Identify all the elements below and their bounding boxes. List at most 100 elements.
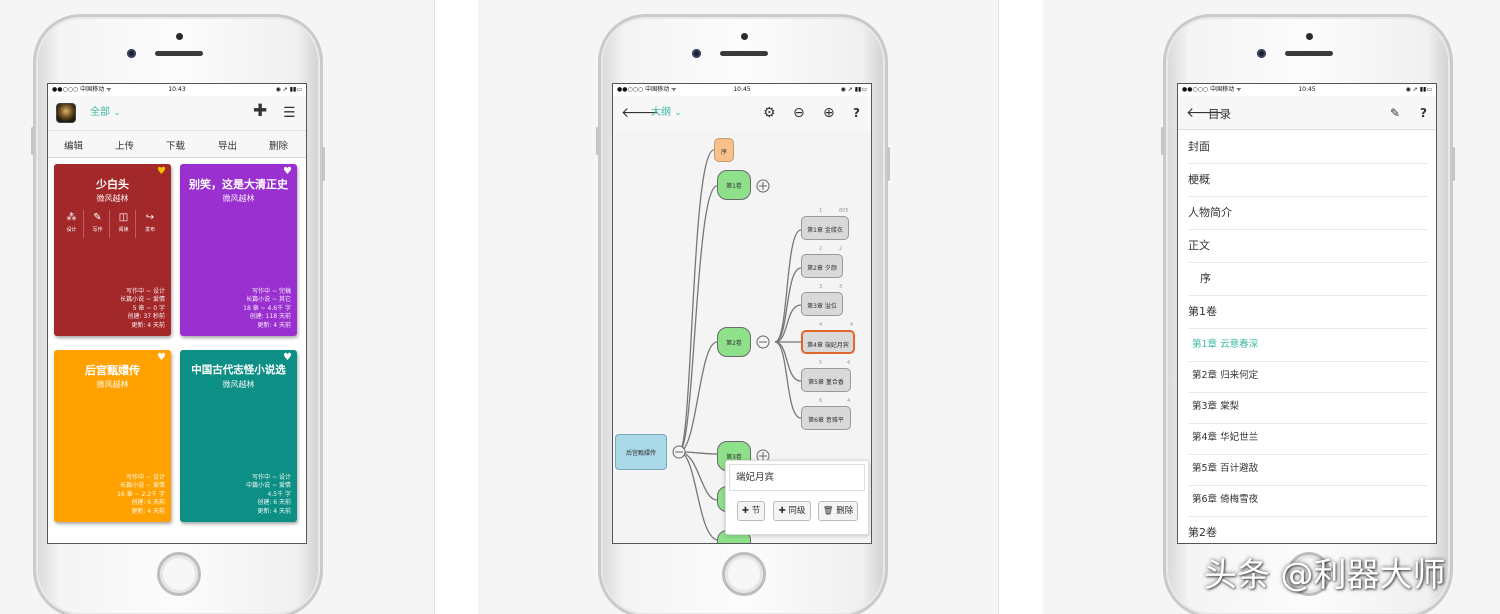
toc-item[interactable]: 封面 <box>1188 138 1428 164</box>
share-icon: ↪ <box>145 212 155 223</box>
back-arrow-icon[interactable]: 🡐 <box>621 105 659 121</box>
node-label: 第2卷 <box>726 340 742 347</box>
volume-node[interactable]: 第2卷 <box>717 327 751 357</box>
help-icon[interactable]: ? <box>1420 106 1427 120</box>
toc-item[interactable]: 人物简介 <box>1188 204 1428 230</box>
toc-item[interactable]: 第1卷 <box>1188 303 1428 329</box>
status-time: 10:45 <box>1298 86 1316 93</box>
upload-button[interactable]: 上传 <box>115 141 135 152</box>
toc-item[interactable]: 第5章 百计避敌 <box>1188 460 1428 486</box>
chapter-node[interactable]: 第5章 堇合香 <box>801 368 851 392</box>
gear-icon[interactable]: ⚙ <box>763 105 776 121</box>
add-icon[interactable]: ✚ <box>253 101 268 121</box>
meta-line: 中篇小说 ~ 爱情 <box>246 482 291 489</box>
publish-button[interactable]: ↪ 发布 <box>138 210 162 238</box>
toc-item[interactable]: 第2卷 <box>1188 526 1217 539</box>
mind-map: 后宫甄嬛传 序 第1卷 第2卷 第3卷 第1章 金缕衣 第2章 夕颜 <box>613 130 871 543</box>
outline-dropdown[interactable]: 大纲 ⌄ <box>651 106 682 120</box>
toc-item[interactable]: 正文 <box>1188 237 1428 263</box>
home-button[interactable] <box>1287 552 1331 596</box>
toc-item-active[interactable]: 第1章 云意春深 <box>1188 336 1428 362</box>
help-icon[interactable]: ? <box>853 106 860 120</box>
book-meta: 写作中 ~ 完稿 长篇小说 ~ 其它 18 章 ~ 4.6千 字 创建: 118… <box>243 288 291 331</box>
chevron-down-icon: ⌄ <box>113 108 121 118</box>
book-card[interactable]: ♥ 中国古代志怪小说选 微风越林 写作中 ~ 设计 中篇小说 ~ 爱情 4.5千… <box>180 350 297 522</box>
node-label: 第1章 金缕衣 <box>807 227 843 234</box>
heart-icon[interactable]: ♥ <box>283 166 292 177</box>
delete-node-button[interactable]: 🗑 删除 <box>818 501 858 521</box>
speaker <box>1285 51 1333 56</box>
heart-icon[interactable]: ♥ <box>157 352 166 363</box>
read-button[interactable]: ◫ 阅读 <box>112 210 136 238</box>
toc-item[interactable]: 第6章 倚梅雪夜 <box>1188 491 1428 517</box>
carrier-label: ●●○○○ 中国移动 ᯤ <box>1182 86 1242 93</box>
heart-icon[interactable]: ♥ <box>283 352 292 363</box>
toc-item[interactable]: 第4章 华妃世兰 <box>1188 429 1428 455</box>
avatar[interactable] <box>56 103 76 123</box>
meta-line: 写作中 ~ 设计 <box>126 473 165 481</box>
book-meta: 写作中 ~ 设计 中篇小说 ~ 爱情 4.5千 字 创建: 6 天前 更新: 4… <box>246 474 291 517</box>
meta-line: 长篇小说 ~ 爱情 <box>120 296 165 303</box>
book-card[interactable]: ♥ 少白头 微风越林 ⁂ 设计 ✎ 写作 ◫ 阅读 <box>54 164 171 336</box>
zoom-in-icon[interactable]: ⊕ <box>823 105 835 121</box>
filter-dropdown[interactable]: 全部 ⌄ <box>90 106 121 120</box>
popup-title-field[interactable]: 端妃月宾 <box>729 464 865 491</box>
chapter-node-selected[interactable]: 第4章 端妃月宾 <box>801 330 855 354</box>
book-card[interactable]: ♥ 后宫甄嬛传 微风越林 写作中 ~ 设计 长篇小说 ~ 爱情 16 章 ~ 2… <box>54 350 171 522</box>
node-count: 6 <box>819 398 823 404</box>
nav-bar: 全部 ⌄ ✚ ☰ <box>48 96 306 130</box>
design-button[interactable]: ⁂ 设计 <box>60 210 84 238</box>
phone-2: ●●○○○ 中国移动 ᯤ 10:45 ◉ ➚ ▮▮▭ 🡐 大纲 ⌄ ⚙ ⊖ ⊕ … <box>596 14 890 614</box>
speaker <box>155 51 203 56</box>
screen-toc: ●●○○○ 中国移动 ᯤ 10:45 ◉ ➚ ▮▮▭ 🡐 目录 ✎ ? 封面 梗… <box>1177 83 1437 544</box>
add-sibling-button[interactable]: ✚ 同级 <box>773 501 811 521</box>
toc-item[interactable]: 第2章 归来何定 <box>1188 367 1428 393</box>
power-button <box>887 147 890 181</box>
download-button[interactable]: 下载 <box>166 141 186 152</box>
meta-line: 16 章 ~ 2.2千 字 <box>117 490 165 498</box>
delete-button[interactable]: 删除 <box>269 141 289 152</box>
book-icon: ◫ <box>118 212 129 223</box>
home-button[interactable] <box>722 552 766 596</box>
heart-icon[interactable]: ♥ <box>157 166 166 177</box>
carrier-label: ●●○○○ 中国移动 ᯤ <box>617 86 677 93</box>
toc-item[interactable]: 序 <box>1188 270 1428 296</box>
toc-item[interactable]: 梗概 <box>1188 171 1428 197</box>
back-arrow-icon[interactable]: 🡐 <box>1186 105 1224 121</box>
chapter-node[interactable]: 第2章 夕颜 <box>801 254 843 278</box>
preface-node[interactable]: 序 <box>714 138 734 162</box>
node-label: 第6章 意难平 <box>808 417 844 424</box>
sitemap-icon: ⁂ <box>66 212 77 223</box>
add-section-button[interactable]: ✚ 节 <box>737 501 765 521</box>
root-node[interactable]: 后宫甄嬛传 <box>615 434 667 470</box>
meta-line: 更新: 4 天前 <box>131 321 165 329</box>
toc-item[interactable]: 第3章 棠梨 <box>1188 398 1428 424</box>
node-label: 第1卷 <box>726 183 742 190</box>
book-title: 少白头 <box>96 178 129 191</box>
node-count: 5 <box>819 360 823 366</box>
edit-button[interactable]: 编辑 <box>64 141 84 152</box>
action-label: 阅读 <box>118 227 129 233</box>
chapter-node[interactable]: 第3章 溢位 <box>801 292 843 316</box>
list-icon[interactable]: ☰ <box>283 105 296 121</box>
connector-lines <box>672 149 802 541</box>
chapter-node[interactable]: 第1章 金缕衣 <box>801 216 849 240</box>
chapter-node[interactable]: 第6章 意难平 <box>801 406 851 430</box>
toc-title: 目录 <box>1208 107 1231 121</box>
export-button[interactable]: 导出 <box>218 141 238 152</box>
zoom-out-icon[interactable]: ⊖ <box>793 105 805 121</box>
watermark: 头条 @利器大师 <box>1204 555 1446 594</box>
node-count: 1 <box>819 208 823 214</box>
home-button[interactable] <box>157 552 201 596</box>
meta-line: 长篇小说 ~ 爱情 <box>120 482 165 489</box>
status-bar: ●●○○○ 中国移动 ᯤ 10:45 ◉ ➚ ▮▮▭ <box>1178 84 1436 96</box>
edit-icon[interactable]: ✎ <box>1390 106 1401 120</box>
write-button[interactable]: ✎ 写作 <box>86 210 110 238</box>
node-label: 序 <box>720 149 727 156</box>
node-label: 第5章 堇合香 <box>808 379 844 386</box>
node-count: 2 <box>819 246 823 252</box>
book-author: 微风越林 <box>96 194 129 203</box>
book-card[interactable]: ♥ 别笑，这是大清正史 微风越林 写作中 ~ 完稿 长篇小说 ~ 其它 18 章… <box>180 164 297 336</box>
volume-node[interactable]: 第1卷 <box>717 170 751 200</box>
screen-bookshelf: ●●○○○ 中国移动 ᯤ 10:43 ◉ ➚ ▮▮▭ 全部 ⌄ ✚ ☰ 编辑 上… <box>47 83 307 544</box>
